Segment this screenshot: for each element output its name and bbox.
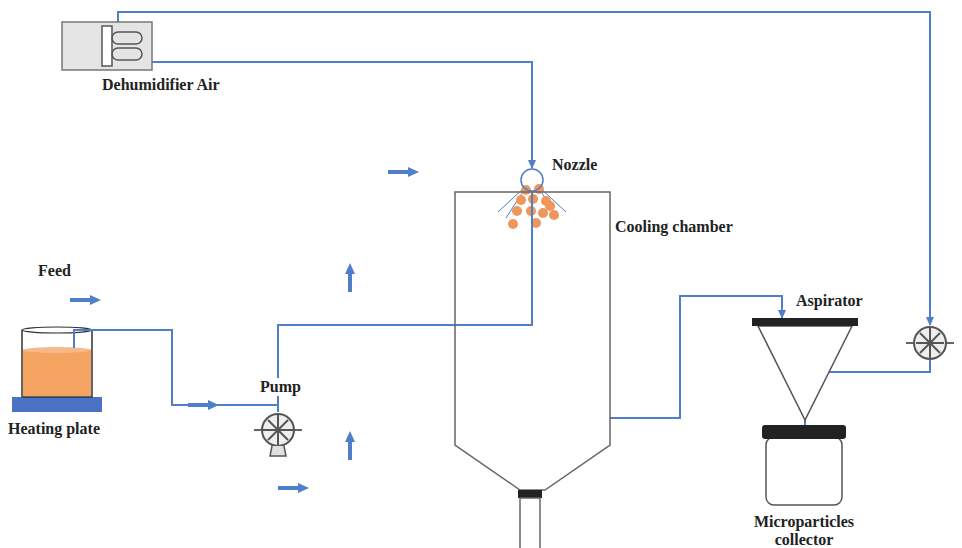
node-label: Nozzle [552,156,597,174]
pipe-connector [102,330,278,412]
pipe-connector [278,192,532,412]
feed-pump: Pump [260,412,296,456]
node-label: Pump [258,378,303,396]
cyclone-aspirator: Aspirator [752,318,858,420]
pipe-connector [610,296,782,418]
cyclone-aspirator-shape [752,318,858,420]
cooling-chamber: Cooling chamber [455,192,610,548]
stream-label: Feed [38,262,71,280]
node-label: Aspirator [796,292,863,310]
flow-arrows [70,172,414,488]
microparticles-collector-shape [762,425,846,505]
heating-plate-shape [12,326,102,412]
feed-pump-shape [260,412,296,456]
node-label: Cooling chamber [615,218,733,236]
node-label: Heating plate [8,420,100,438]
nozzle: Nozzle [520,168,544,192]
cooling-chamber-shape [455,192,610,548]
nozzle-shape [520,168,544,192]
microparticles-collector: Microparticles collector [762,425,846,505]
exhaust-pump [906,327,954,359]
exhaust-line [829,360,930,372]
node-label: Dehumidifier Air [102,76,219,94]
node-label: Microparticles collector [742,513,866,548]
air-return-line [118,12,930,325]
dehumidifier: Dehumidifier Air [62,22,152,70]
heating-plate: Heating plate [12,326,102,412]
dehumidifier-shape [62,22,152,70]
